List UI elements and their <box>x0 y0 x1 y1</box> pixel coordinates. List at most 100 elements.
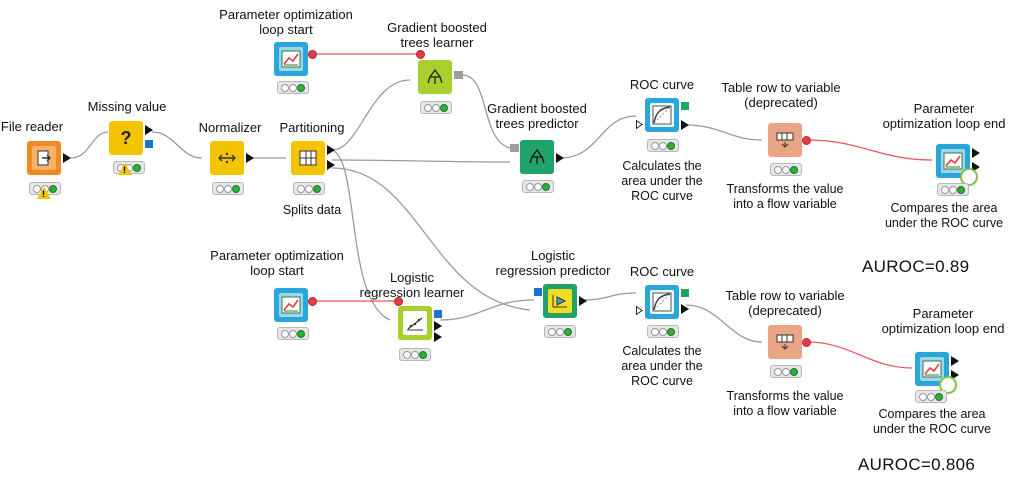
partitioning-description: Splits data <box>282 203 342 217</box>
lr-learner-node[interactable] <box>398 306 432 340</box>
partitioning-out-port-1[interactable] <box>327 145 335 155</box>
auroc-top-result: AUROC=0.89 <box>862 257 970 276</box>
loop-end-icon <box>939 376 957 394</box>
roc-top-status <box>647 139 679 152</box>
roc-curve-icon <box>650 103 674 127</box>
param-end-top-node[interactable] <box>936 144 970 178</box>
param-end-top-out-port-1[interactable] <box>972 148 980 158</box>
edge-gbtpredictor-roc <box>559 115 637 159</box>
warning-icon: ! <box>118 163 132 175</box>
gbt-predictor-status <box>522 180 554 193</box>
lr-learner-flowvar-port[interactable] <box>394 297 403 306</box>
gbt-learner-label: Gradient boosted trees learner <box>387 20 487 50</box>
gbt-predictor-label: Gradient boosted trees predictor <box>487 101 587 131</box>
tr2var-top-node[interactable] <box>768 123 802 157</box>
param-start-top-node[interactable] <box>274 42 308 76</box>
roc-bot-description: Calculates the area under the ROC curve <box>621 344 703 388</box>
edge-partition-lrpredictor <box>331 167 531 311</box>
lr-predictor-out-port[interactable] <box>579 296 587 306</box>
lr-learner-status <box>399 348 431 361</box>
flowvar-tr2var-paramend-top <box>807 139 933 161</box>
loop-chart-icon <box>279 293 303 317</box>
roc-top-out-port[interactable] <box>681 120 689 130</box>
edge-filereader-missing <box>70 131 109 159</box>
gbt-learner-node[interactable] <box>418 60 452 94</box>
param-start-top-status <box>277 81 309 94</box>
flowvar-tr2var-paramend-bot <box>807 341 913 369</box>
regression-learner-icon <box>403 311 427 335</box>
regression-predictor-icon <box>548 289 572 313</box>
normalizer-status <box>212 182 244 195</box>
lr-predictor-node[interactable] <box>543 284 577 318</box>
param-end-bot-node[interactable] <box>915 352 949 386</box>
missing-value-model-port[interactable] <box>145 140 153 148</box>
param-start-top-flowvar-port[interactable] <box>308 50 317 59</box>
roc-bot-node[interactable] <box>645 285 679 319</box>
roc-bot-out-port[interactable] <box>681 304 689 314</box>
lr-predictor-model-in-port[interactable] <box>534 288 542 296</box>
edge-partition-gbtlearner <box>331 79 411 151</box>
edge-gbtlearner-gbtpredictor <box>461 74 511 149</box>
file-reader-out-port[interactable] <box>63 153 71 163</box>
gbt-learner-status <box>420 101 452 114</box>
missing-value-label: Missing value <box>87 99 167 114</box>
param-start-bot-node[interactable] <box>274 288 308 322</box>
gbt-predictor-model-in-port[interactable] <box>510 144 519 152</box>
tr2var-top-status <box>770 163 802 176</box>
partitioning-out-port-2[interactable] <box>327 160 335 170</box>
param-start-bot-status <box>277 327 309 340</box>
roc-top-image-port[interactable] <box>681 102 689 110</box>
gbt-learner-model-port[interactable] <box>454 71 463 79</box>
tr2var-bot-description: Transforms the value into a flow variabl… <box>726 389 844 418</box>
missing-value-node[interactable]: ? <box>109 121 143 155</box>
param-start-bot-flowvar-port[interactable] <box>308 297 317 306</box>
param-end-top-status <box>937 183 969 196</box>
partitioning-node[interactable] <box>291 141 325 175</box>
lr-learner-out-port-1[interactable] <box>434 321 442 331</box>
param-end-bot-out-port-2[interactable] <box>951 370 959 380</box>
tr2var-bot-flowvar-port[interactable] <box>802 338 811 347</box>
partitioning-label: Partitioning <box>279 120 345 135</box>
param-end-top-out-port-2[interactable] <box>972 162 980 172</box>
warning-icon: ! <box>37 187 51 199</box>
roc-top-node[interactable] <box>645 98 679 132</box>
tr2var-top-description: Transforms the value into a flow variabl… <box>726 182 844 211</box>
lr-predictor-label: Logistic regression predictor <box>495 248 611 278</box>
param-end-bot-label: Parameter optimization loop end <box>881 306 1005 336</box>
param-start-bot-label: Parameter optimization loop start <box>210 248 344 278</box>
roc-bot-in-port[interactable] <box>636 306 643 315</box>
lr-learner-out-port-2[interactable] <box>434 332 442 342</box>
missing-value-out-port[interactable] <box>145 125 153 135</box>
edge-roc-tr2var-top <box>685 124 763 141</box>
roc-curve-icon <box>650 290 674 314</box>
edge-partition-gbtpredictor <box>331 159 511 163</box>
normalizer-node[interactable] <box>210 141 244 175</box>
param-end-top-description: Compares the area under the ROC curve <box>884 201 1004 230</box>
question-mark-icon: ? <box>114 126 138 150</box>
tr2var-bot-status <box>770 365 802 378</box>
normalize-arrows-icon <box>215 146 239 170</box>
tr2var-bot-label: Table row to variable (deprecated) <box>725 288 845 318</box>
tr2var-bot-node[interactable] <box>768 325 802 359</box>
param-end-bot-status <box>915 390 947 403</box>
roc-bot-label: ROC curve <box>629 264 695 279</box>
gbt-predictor-out-port[interactable] <box>556 153 564 163</box>
roc-bot-image-port[interactable] <box>681 289 689 297</box>
param-end-bot-description: Compares the area under the ROC curve <box>872 407 992 436</box>
tree-predictor-icon <box>525 145 549 169</box>
param-end-bot-out-port-1[interactable] <box>951 356 959 366</box>
normalizer-out-port[interactable] <box>246 153 254 163</box>
file-reader-node[interactable] <box>27 141 61 175</box>
roc-bot-status <box>647 325 679 338</box>
tr2var-top-flowvar-port[interactable] <box>802 136 811 145</box>
loop-chart-icon <box>279 47 303 71</box>
gbt-learner-flowvar-port[interactable] <box>416 50 425 59</box>
param-end-top-label: Parameter optimization loop end <box>882 101 1006 131</box>
param-start-top-label: Parameter optimization loop start <box>219 7 353 37</box>
roc-top-in-port[interactable] <box>636 120 643 129</box>
edge-lrlearner-lrpredictor <box>439 299 535 321</box>
gbt-predictor-node[interactable] <box>520 140 554 174</box>
lr-learner-model-port[interactable] <box>434 310 442 318</box>
normalizer-label: Normalizer <box>198 120 262 135</box>
